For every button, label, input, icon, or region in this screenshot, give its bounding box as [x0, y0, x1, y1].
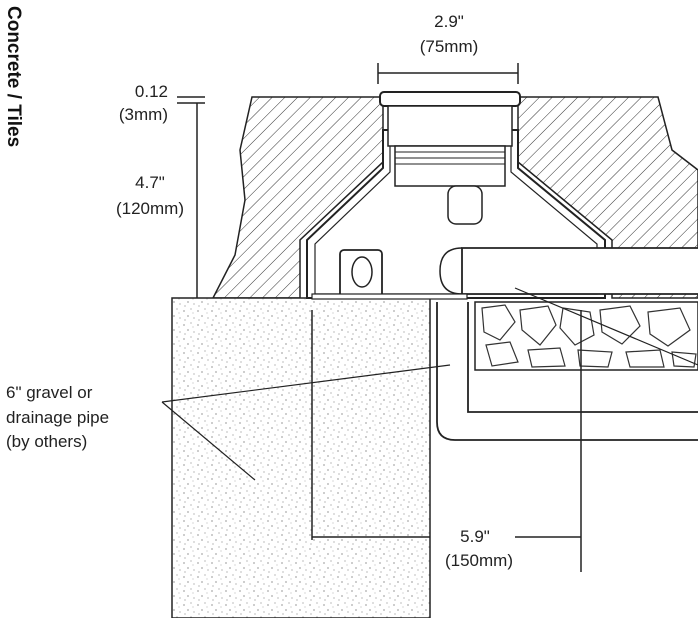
drain-pipe [436, 302, 698, 441]
fixture-base-plate [311, 293, 468, 300]
dimension-depth-metric: (120mm) [116, 199, 184, 218]
fixture-driver [394, 145, 506, 187]
dimension-top-width-value: 2.9" [434, 12, 464, 31]
callout-line-3: (by others) [6, 432, 87, 451]
dimension-offset-value: 5.9" [460, 527, 490, 546]
concrete-block [171, 297, 431, 618]
conduit-end [439, 247, 463, 295]
side-label: Concrete / Tiles [3, 6, 24, 147]
drain-pipe-inner [467, 302, 698, 413]
dimension-depth [177, 96, 205, 298]
callout-leaders [161, 287, 698, 481]
callout-line-2: drainage pipe [6, 408, 109, 427]
dimension-flange-metric: (3mm) [119, 105, 168, 124]
gravel-bed [474, 301, 698, 371]
dimension-top-width-metric: (75mm) [420, 37, 479, 56]
callout-line-1: 6" gravel or [6, 383, 93, 402]
dimension-flange-value: 0.12 [135, 82, 168, 101]
fixture-gland [447, 185, 483, 225]
fixture-head [379, 91, 521, 107]
dimension-offset-metric: (150mm) [445, 551, 513, 570]
gravel-stones [481, 304, 697, 368]
dimension-depth-value: 4.7" [135, 173, 165, 192]
dimension-offset [311, 310, 582, 572]
junction-box-knockout [351, 256, 373, 288]
dimension-top-width [377, 63, 519, 84]
conduit-pipe [461, 247, 698, 295]
fixture-body [387, 105, 513, 147]
